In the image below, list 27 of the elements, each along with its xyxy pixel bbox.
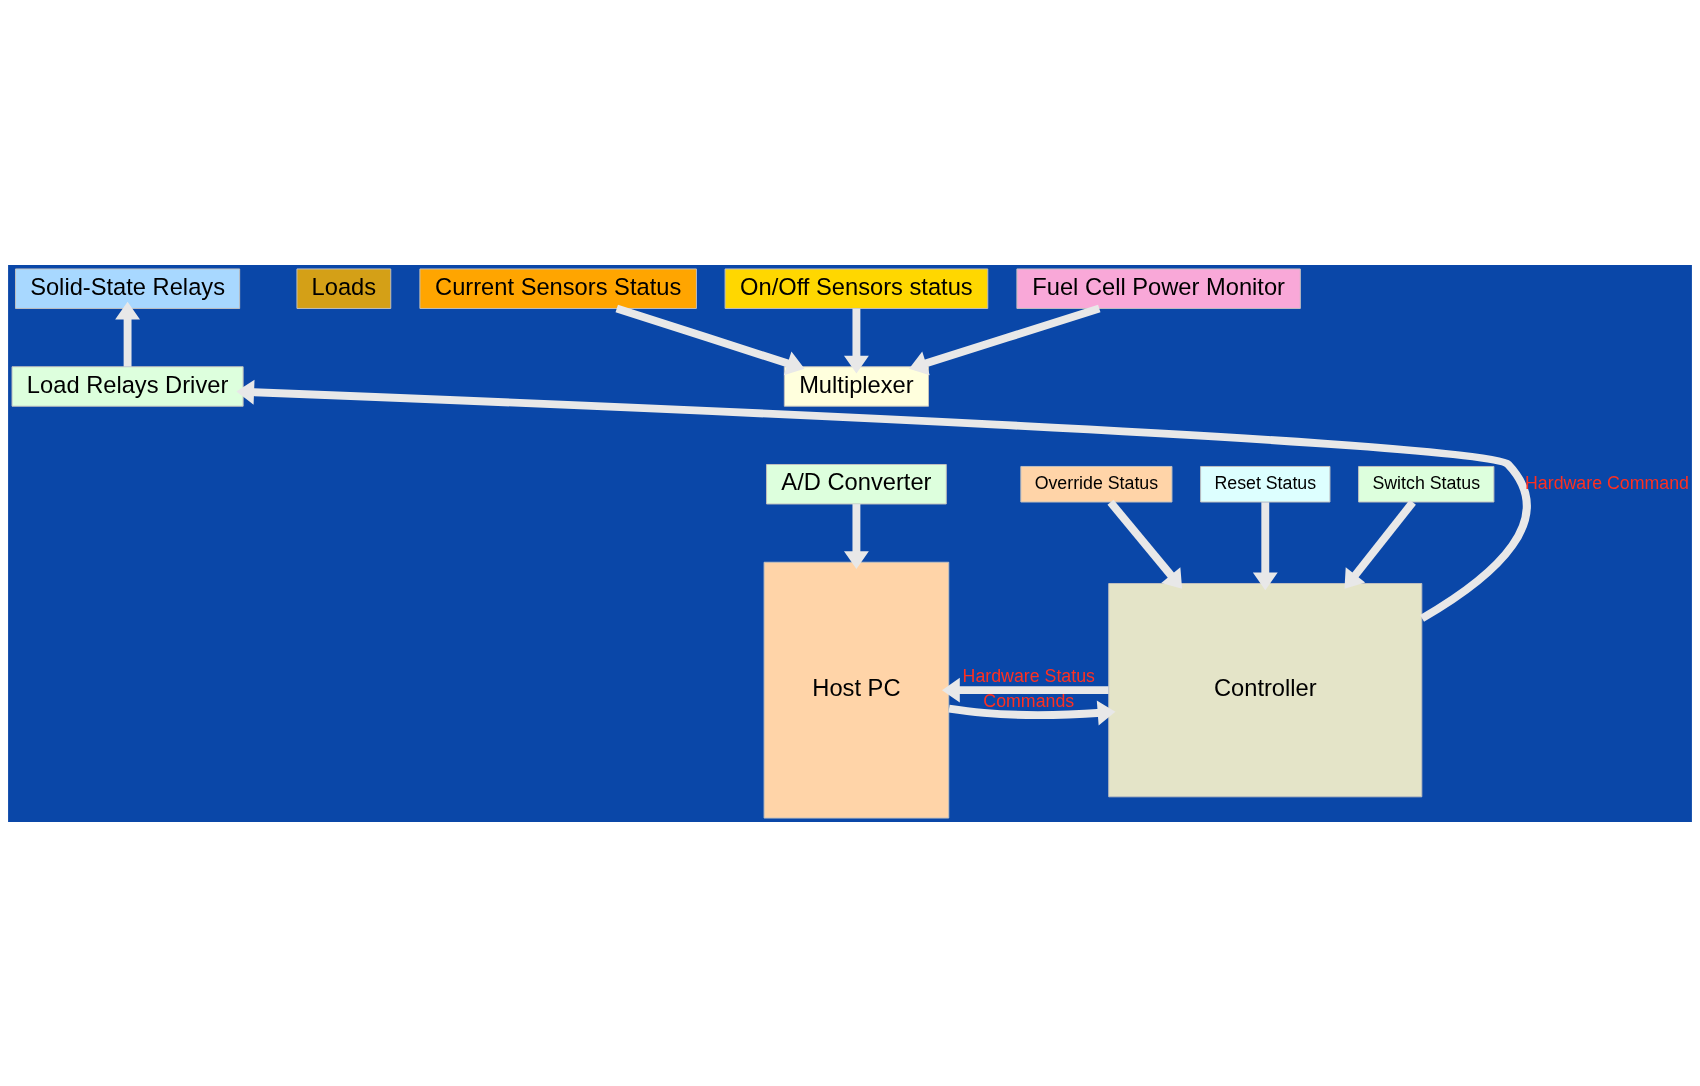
arrow (615, 304, 805, 375)
node-box: Switch Status (1358, 465, 1495, 502)
arrow (1107, 499, 1183, 589)
node-box: Host PC (763, 561, 950, 819)
node-box: Load Relays Driver (11, 365, 244, 407)
node-box: Multiplexer (783, 365, 929, 407)
node-box: Fuel Cell Power Monitor (1016, 267, 1301, 309)
arrow (1252, 501, 1278, 590)
node-box: Controller (1108, 582, 1423, 797)
edge-label: Hardware Command (1525, 472, 1689, 493)
arrow (909, 304, 1101, 375)
node-box: Solid-State Relays (15, 267, 241, 309)
arrow (236, 379, 1531, 622)
arrow (844, 503, 869, 569)
node-box: Current Sensors Status (419, 267, 697, 309)
node-box: Reset Status (1200, 465, 1331, 502)
edge-label: Commands (983, 690, 1075, 711)
arrow (844, 308, 869, 373)
node-box: Override Status (1020, 465, 1173, 502)
edge-label: Hardware Status (962, 665, 1095, 686)
arrow (115, 301, 140, 367)
arrow (942, 677, 1109, 703)
arrow (948, 700, 1116, 725)
arrow (1344, 499, 1416, 589)
node-box: A/D Converter (766, 463, 947, 504)
node-box: On/Off Sensors status (724, 267, 989, 309)
node-box: Loads (296, 267, 392, 309)
